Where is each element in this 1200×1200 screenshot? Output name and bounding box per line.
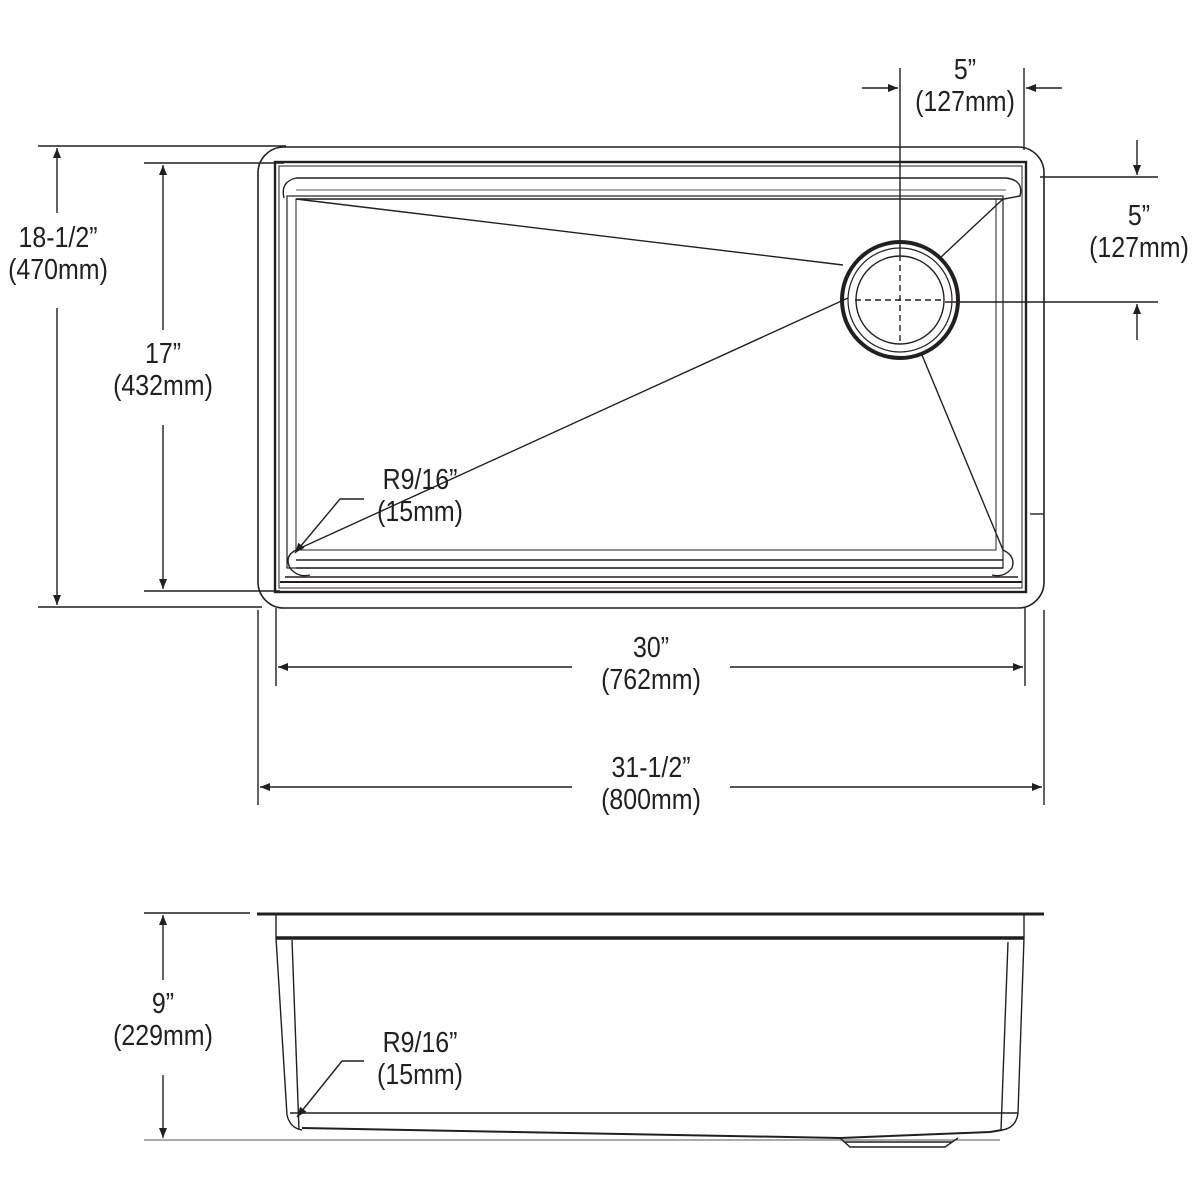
label-bowl-height: 17” (432mm) <box>103 338 223 402</box>
label-overall-height-metric: (470mm) <box>8 254 108 286</box>
label-drain-offset-y: 5” (127mm) <box>1075 200 1200 264</box>
leader-corner-radius-top <box>294 498 364 554</box>
label-overall-width: 31-1/2” (800mm) <box>591 752 711 816</box>
label-bowl-width-metric: (762mm) <box>601 664 701 696</box>
label-depth-imperial: 9” <box>151 988 175 1020</box>
label-corner-radius-side-metric: (15mm) <box>377 1059 463 1091</box>
top-view-sink <box>257 146 1045 609</box>
label-drain-offset-x-imperial: 5” <box>953 54 977 86</box>
label-corner-radius-top-metric: (15mm) <box>377 496 463 528</box>
label-bowl-width: 30” (762mm) <box>591 632 711 696</box>
label-bowl-width-imperial: 30” <box>632 632 670 664</box>
dim-bowl-height <box>144 162 284 592</box>
dim-depth <box>144 912 1000 1141</box>
dim-drain-y <box>945 140 1158 340</box>
dim-bowl-width <box>275 608 1026 686</box>
label-drain-offset-y-metric: (127mm) <box>1089 232 1189 264</box>
leader-corner-radius-side <box>296 1060 364 1118</box>
label-corner-radius-top: R9/16” (15mm) <box>360 464 480 528</box>
label-overall-width-metric: (800mm) <box>601 784 701 816</box>
label-overall-height: 18-1/2” (470mm) <box>0 222 118 286</box>
dim-drain-x <box>862 68 1062 255</box>
label-drain-offset-y-imperial: 5” <box>1127 200 1151 232</box>
label-depth-metric: (229mm) <box>113 1020 213 1052</box>
label-corner-radius-top-imperial: R9/16” <box>382 464 458 496</box>
label-drain-offset-x: 5” (127mm) <box>901 54 1030 118</box>
label-bowl-height-metric: (432mm) <box>113 370 213 402</box>
label-corner-radius-side-imperial: R9/16” <box>382 1027 458 1059</box>
dim-overall-height <box>38 145 286 608</box>
label-corner-radius-side: R9/16” (15mm) <box>360 1027 480 1091</box>
dim-overall-width <box>257 610 1045 805</box>
label-depth: 9” (229mm) <box>103 988 223 1052</box>
label-overall-height-imperial: 18-1/2” <box>18 222 98 254</box>
side-view-sink <box>257 912 1044 1148</box>
label-overall-width-imperial: 31-1/2” <box>611 752 691 784</box>
label-bowl-height-imperial: 17” <box>144 338 182 370</box>
label-drain-offset-x-metric: (127mm) <box>915 86 1015 118</box>
